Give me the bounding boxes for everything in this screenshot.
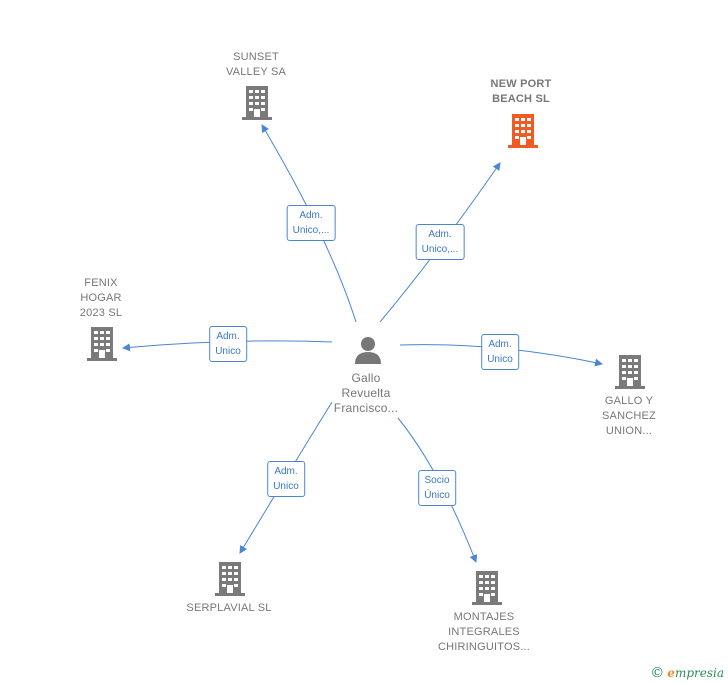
node-label-montajes: MONTAJES INTEGRALES CHIRINGUITOS... [437, 611, 531, 653]
building-icon[interactable] [87, 327, 117, 361]
brand-name: mpresia [674, 666, 724, 680]
center-person-name: Gallo Revuelta Francisco... [333, 371, 399, 415]
building-icon[interactable] [242, 86, 272, 120]
edge-label-newport[interactable]: Adm. Unico,... [415, 224, 465, 260]
copyright-icon: © [650, 665, 665, 681]
edge-label-serplavial[interactable]: Adm. Unico [267, 461, 305, 497]
edge-label-sunset[interactable]: Adm. Unico,... [286, 205, 336, 241]
empresia-watermark: ©empresia [650, 665, 724, 681]
building-icon-highlight[interactable] [508, 114, 538, 148]
edge-label-fenix[interactable]: Adm. Unico [209, 326, 247, 362]
node-label-newport: NEW PORT BEACH SL [490, 78, 552, 105]
brand-initial: e [667, 666, 675, 680]
node-label-gallo: GALLO Y SANCHEZ UNION... [602, 395, 656, 437]
node-label-fenix: FENIX HOGAR 2023 SL [79, 277, 123, 319]
edge-label-montajes[interactable]: Socio Único [418, 470, 456, 506]
node-label-sunset: SUNSET VALLEY SA [225, 51, 287, 78]
building-icon[interactable] [215, 562, 245, 596]
building-icon[interactable] [472, 571, 502, 605]
person-icon[interactable] [353, 336, 383, 364]
building-icon[interactable] [615, 355, 645, 389]
node-label-serplavial: SERPLAVIAL SL [186, 602, 272, 614]
edge-label-gallo[interactable]: Adm. Unico [481, 334, 519, 370]
